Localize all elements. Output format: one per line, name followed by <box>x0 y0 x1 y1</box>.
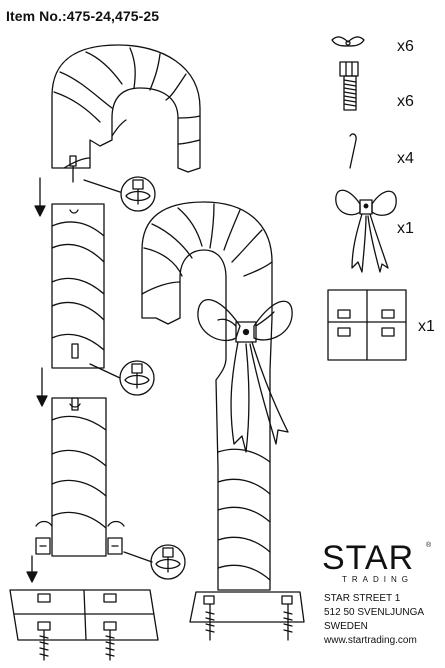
item-number-title: Item No.:475-24,475-25 <box>6 8 160 24</box>
wing-nut-quantity: x6 <box>397 38 414 55</box>
website-link[interactable]: www.startrading.com <box>324 635 417 646</box>
base-frame-quantity: x1 <box>418 318 435 335</box>
address-street: STAR STREET 1 <box>324 593 401 604</box>
star-logo-subtitle: TRADING <box>342 575 413 584</box>
registered-mark: ® <box>426 542 432 549</box>
bracket-clips-left <box>35 520 125 555</box>
down-arrow-1 <box>34 177 46 217</box>
address-country: SWEDEN <box>324 621 368 632</box>
magnifier-circle-2 <box>89 360 155 396</box>
star-logo-word: STAR <box>322 539 415 577</box>
hook-quantity: x4 <box>397 150 414 167</box>
base-frame-right <box>189 591 305 641</box>
bow-icon <box>335 189 397 273</box>
candy-cane-lower-section <box>51 397 107 557</box>
address-city: 512 50 SVENLJUNGA <box>324 607 425 618</box>
wing-nut-icon <box>331 36 365 47</box>
bolt-detail-top <box>69 155 121 193</box>
candy-cane-assembled <box>141 201 273 591</box>
down-arrow-3 <box>26 555 38 583</box>
candy-cane-middle-section <box>51 203 105 369</box>
bow-on-candy-cane <box>197 299 293 453</box>
hook-icon <box>349 133 357 169</box>
down-arrow-2 <box>36 367 48 407</box>
magnifier-circle-3 <box>123 544 186 580</box>
base-frame-icon <box>327 289 407 361</box>
bolt-icon <box>339 61 359 111</box>
bolt-quantity: x6 <box>397 93 414 110</box>
candy-cane-hook-top-left <box>51 44 201 173</box>
bow-quantity: x1 <box>397 220 414 237</box>
base-frame-left <box>9 589 159 661</box>
magnifier-circle-1 <box>120 176 156 212</box>
